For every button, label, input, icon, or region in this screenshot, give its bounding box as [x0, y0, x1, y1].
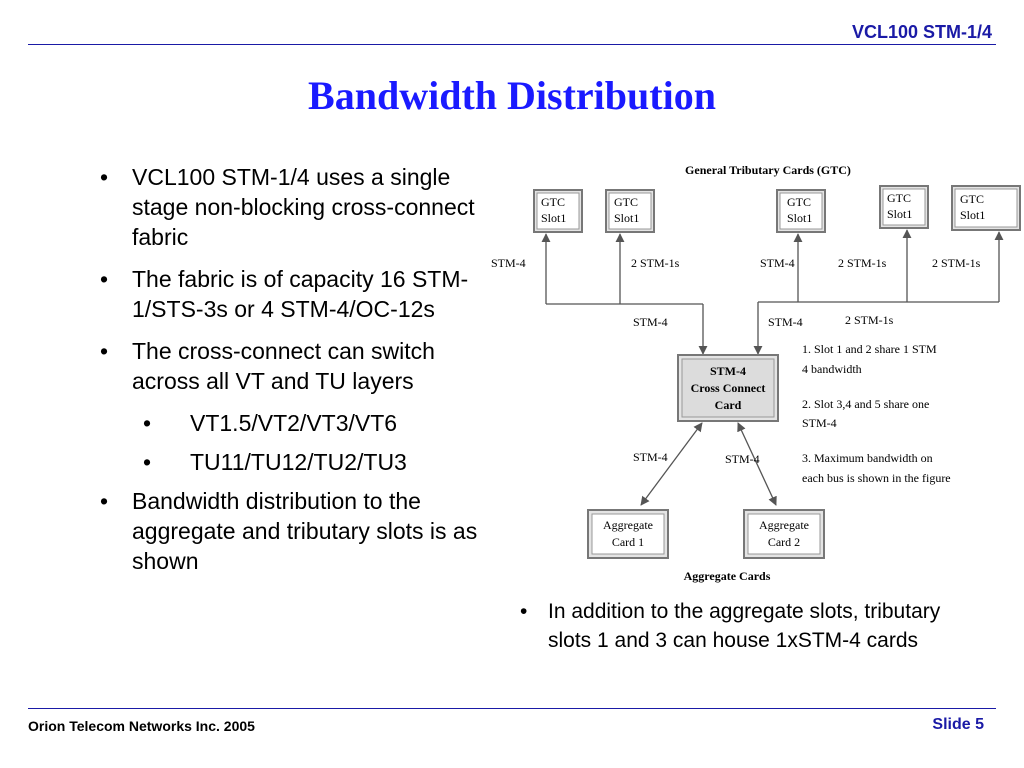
gtc-card-line2: Slot1 [787, 211, 812, 225]
footer-rule [28, 708, 996, 709]
cross-connect-line2: Cross Connect [691, 381, 766, 395]
bullet-text: Bandwidth distribution to the aggregate … [132, 488, 478, 574]
gtc-card-line2: Slot1 [887, 207, 912, 221]
note-line: 3. Maximum bandwidth on [802, 451, 933, 465]
bullet-marker: • [520, 600, 528, 623]
bullet-list: • VCL100 STM-1/4 uses a single stage non-… [100, 162, 500, 588]
link-label: STM-4 [768, 315, 803, 329]
gtc-card: GTC Slot1 [776, 189, 826, 233]
gtc-card-line2: Slot1 [960, 208, 985, 222]
gtc-card-line1: GTC [787, 195, 811, 209]
cross-connect-card: STM-4 Cross Connect Card [677, 354, 779, 422]
bullet-text: VCL100 STM-1/4 uses a single stage non-b… [132, 164, 475, 250]
aggregate-card: Aggregate Card 2 [743, 509, 825, 559]
bullet-text: The cross-connect can switch across all … [132, 338, 435, 394]
bullet-marker: • [100, 266, 109, 292]
gtc-card: GTC Slot1 [605, 189, 655, 233]
bullet-item: • The fabric is of capacity 16 STM-1/STS-… [100, 264, 500, 324]
link-label: STM-4 [725, 452, 760, 466]
sub-bullet-item: • VT1.5/VT2/VT3/VT6 [100, 408, 500, 438]
aggregate-card: Aggregate Card 1 [587, 509, 669, 559]
aggregate-card-line2: Card 2 [768, 535, 800, 549]
connector-lines [541, 229, 1004, 506]
aggregate-card-line1: Aggregate [603, 518, 653, 532]
gtc-card-line1: GTC [960, 192, 984, 206]
note-line: 4 bandwidth [802, 362, 862, 376]
bullet-marker: • [100, 338, 109, 364]
aggregate-card-line1: Aggregate [759, 518, 809, 532]
link-label: 2 STM-1s [838, 256, 887, 270]
slide-number: Slide 5 [932, 716, 984, 733]
header-tag: VCL100 STM-1/4 [851, 22, 992, 42]
bullet-text: TU11/TU12/TU2/TU3 [190, 449, 407, 475]
gtc-card-line1: GTC [614, 195, 638, 209]
link-label: 2 STM-1s [845, 313, 894, 327]
note-line: 1. Slot 1 and 2 share 1 STM [802, 342, 937, 356]
bullet-text: The fabric is of capacity 16 STM-1/STS-3… [132, 266, 469, 322]
bullet-marker: • [100, 488, 109, 514]
note-line: 2. Slot 3,4 and 5 share one [802, 397, 929, 411]
aggregate-card-line2: Card 1 [612, 535, 644, 549]
bullet-item: • Bandwidth distribution to the aggregate… [100, 486, 500, 576]
aggregate-heading: Aggregate Cards [684, 569, 771, 583]
gtc-card-line2: Slot1 [541, 211, 566, 225]
gtc-heading: General Tributary Cards (GTC) [685, 163, 851, 177]
link-label: 2 STM-1s [932, 256, 981, 270]
bullet-list-secondary: • In addition to the aggregate slots, tri… [520, 597, 970, 655]
gtc-card-line2: Slot1 [614, 211, 639, 225]
link-label: STM-4 [633, 450, 668, 464]
note-line: STM-4 [802, 416, 837, 430]
link-label: STM-4 [491, 256, 526, 270]
header-rule [28, 44, 996, 45]
gtc-card: GTC Slot1 [879, 185, 929, 229]
footer-company: Orion Telecom Networks Inc. 2005 [28, 718, 255, 734]
bullet-item: • The cross-connect can switch across all… [100, 336, 500, 396]
bandwidth-diagram: General Tributary Cards (GTC) GTC Slot1 … [491, 163, 1021, 583]
gtc-card-line1: GTC [541, 195, 565, 209]
gtc-card: GTC Slot1 [951, 185, 1021, 231]
gtc-card-line1: GTC [887, 191, 911, 205]
bullet-text: VT1.5/VT2/VT3/VT6 [190, 410, 398, 436]
sub-bullet-item: • TU11/TU12/TU2/TU3 [100, 447, 500, 477]
diagram-notes: 1. Slot 1 and 2 share 1 STM 4 bandwidth … [802, 342, 951, 485]
bullet-item: • VCL100 STM-1/4 uses a single stage non-… [100, 162, 500, 252]
cross-connect-line1: STM-4 [710, 364, 746, 378]
cross-connect-line3: Card [715, 398, 742, 412]
note-line: each bus is shown in the figure [802, 471, 951, 485]
link-label: STM-4 [760, 256, 795, 270]
bullet-marker: • [100, 164, 109, 190]
page-title: Bandwidth Distribution [308, 73, 716, 118]
link-label: STM-4 [633, 315, 668, 329]
bullet-marker: • [143, 449, 152, 475]
bullet-marker: • [143, 410, 152, 436]
bullet-text: In addition to the aggregate slots, trib… [548, 600, 941, 652]
bullet-item: • In addition to the aggregate slots, tri… [520, 597, 970, 655]
gtc-card: GTC Slot1 [533, 189, 583, 233]
link-label: 2 STM-1s [631, 256, 680, 270]
